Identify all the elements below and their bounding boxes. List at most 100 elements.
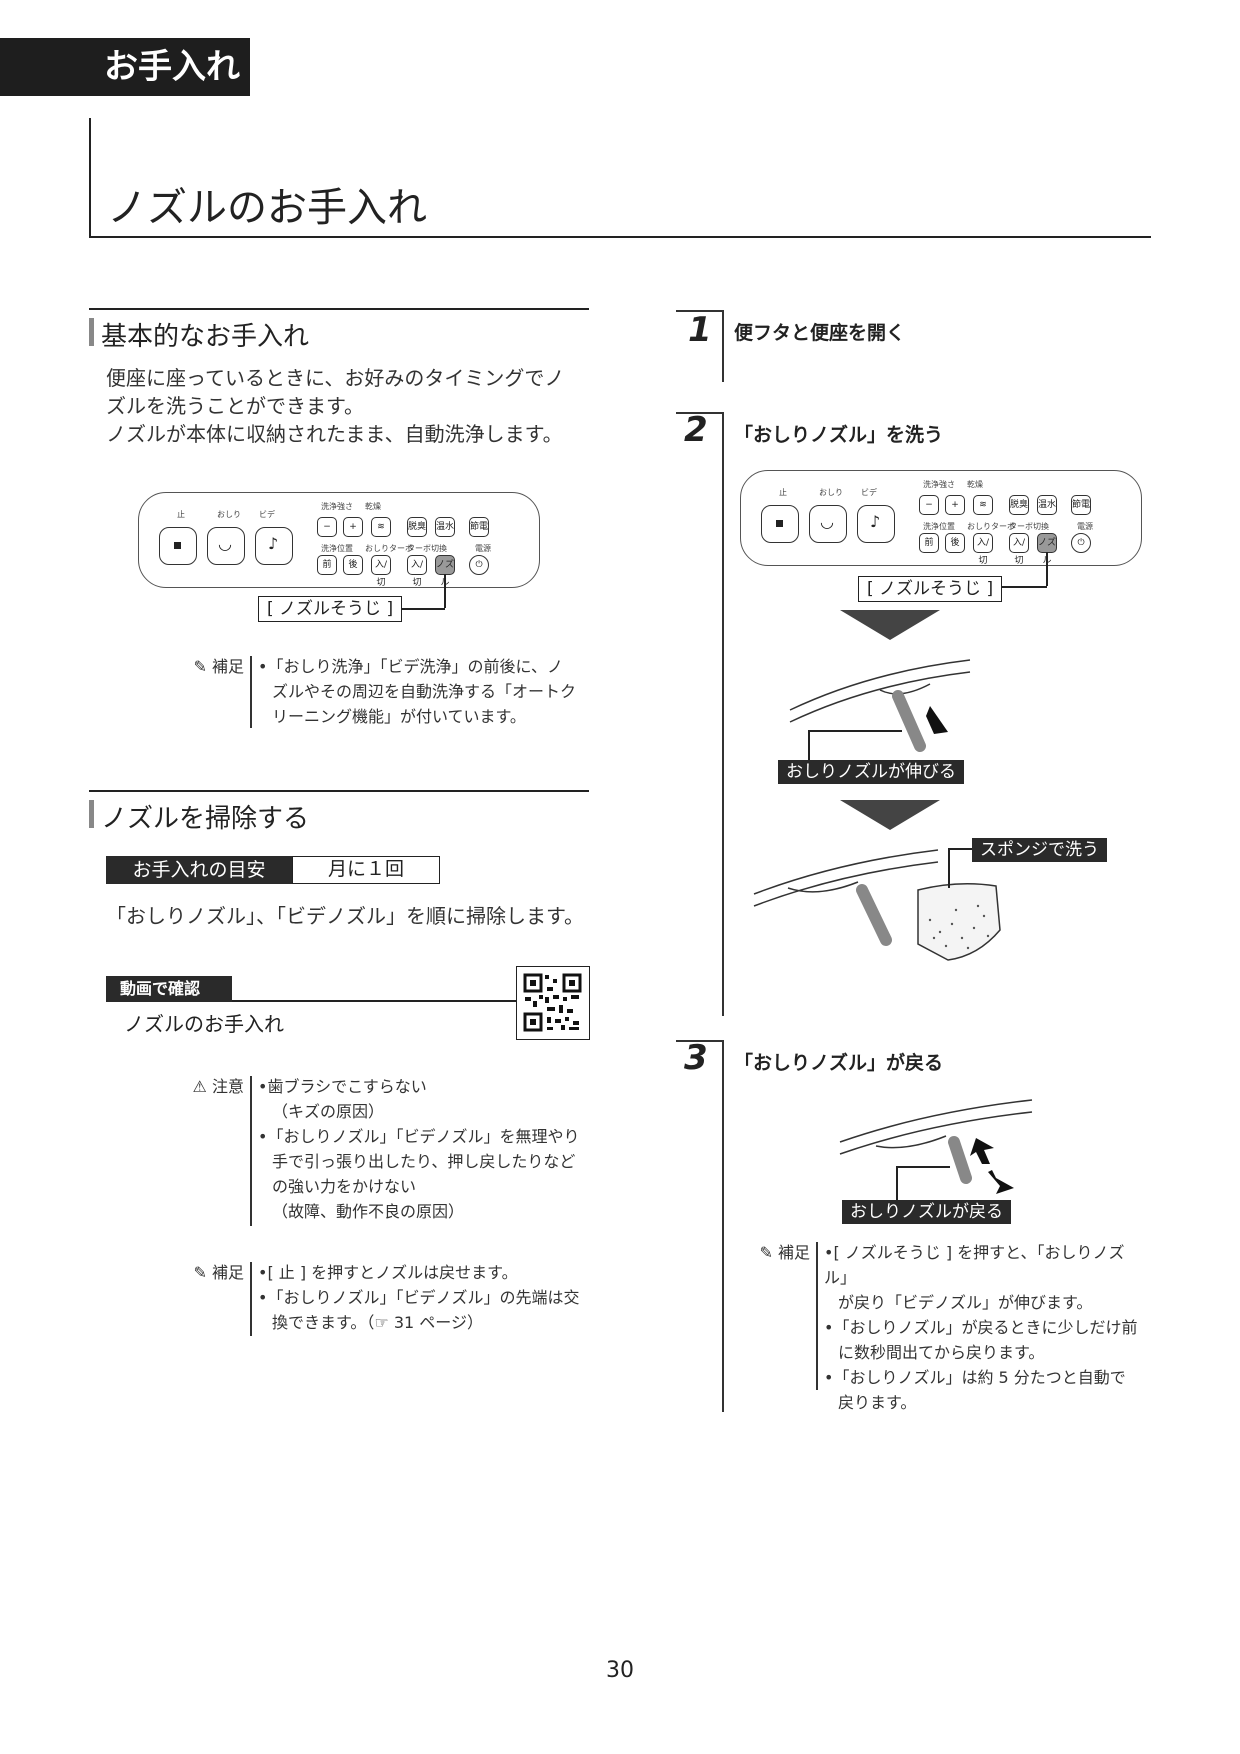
plus-button: +: [945, 495, 965, 515]
label-timer: ターボ切換: [407, 544, 447, 553]
note-line: •「おしりノズル」は約 5 分たつと自動で: [824, 1368, 1126, 1387]
timer-button: 入/切: [1009, 533, 1029, 566]
text-line: 便座に座っているときに、お好みのタイミングでノ: [106, 366, 565, 390]
deodor-button: 脱臭: [407, 517, 427, 537]
back-button: 後: [343, 555, 363, 575]
label-oshiri: おしり: [819, 488, 843, 497]
pencil-icon: ✎: [759, 1243, 773, 1262]
callout-line: [986, 586, 1047, 588]
callout-line: [896, 1166, 950, 1168]
down-arrow-icon: [840, 610, 940, 640]
section-cleaning-heading: ノズルを掃除する: [89, 790, 589, 834]
basic-note: ✎ 補足 •「おしり洗浄」「ビデ洗浄」の前後に、ノ ズルやその周辺を自動洗浄する…: [180, 654, 600, 734]
step3-note: ✎ 補足 •[ ノズルそうじ ] を押すと、「おしりノズル」 が戻り「ビデノズル…: [746, 1240, 1146, 1412]
step-number: 1: [688, 310, 712, 350]
label-position: 洗浄位置: [923, 522, 955, 531]
callout-line: [1046, 552, 1048, 586]
step-rule: [722, 310, 724, 382]
stop-button: [159, 527, 197, 565]
cleaning-note: ✎ 補足 •[ 止 ] を押すとノズルは戻せます。 •「おしりノズル」「ビデノズ…: [180, 1260, 600, 1340]
basic-description: 便座に座っているときに、お好みのタイミングでノ ズルを洗うことができます。 ノズ…: [106, 364, 596, 448]
label-timer: ターボ切換: [1009, 522, 1049, 531]
caution-line: 手で引っ張り出したり、押し戻したりなど: [272, 1152, 576, 1171]
video-tag: 動画で確認: [106, 976, 232, 1002]
text-line: ズルを洗うことができます。: [106, 394, 364, 418]
save-button: 節電: [1071, 495, 1091, 515]
label-bide: ビデ: [259, 510, 275, 519]
qr-code[interactable]: [516, 966, 590, 1040]
turbo-button: 入/切: [973, 533, 993, 566]
callout-line: [948, 848, 972, 850]
video-title: ノズルのお手入れ: [124, 1012, 284, 1036]
label-bide: ビデ: [861, 488, 877, 497]
stop-button: [761, 505, 799, 543]
oshiri-button: ◡: [207, 527, 245, 565]
step-number: 3: [684, 1038, 708, 1078]
front-button: 前: [919, 533, 939, 553]
deodor-button: 脱臭: [1009, 495, 1029, 515]
remote-panel: 止 おしり ビデ ◡ ♪ 洗浄強さ 乾燥 − + ≋ 脱臭 温水 節電 洗浄位置…: [740, 470, 1142, 566]
note-label: 補足: [211, 1263, 244, 1282]
caution-line: の強い力をかけない: [272, 1177, 417, 1196]
turbo-button: 入/切: [371, 555, 391, 588]
remote-panel: 止 おしり ビデ ◡ ♪ 洗浄強さ 乾燥 − + ≋ 脱臭 温水 節電 洗浄位置…: [138, 492, 540, 588]
title-rule-horizontal: [89, 236, 1151, 238]
dry-button: ≋: [973, 495, 993, 515]
callout-line: [444, 574, 446, 608]
caution-line: （キズの原因）: [272, 1102, 385, 1121]
bide-icon: ♪: [870, 512, 881, 531]
caution-line: •歯ブラシでこすらない: [258, 1077, 427, 1096]
front-button: 前: [317, 555, 337, 575]
callout-line: [896, 1166, 898, 1202]
pencil-icon: ✎: [193, 1263, 207, 1282]
step-text: 「おしりノズル」が戻る: [734, 1052, 944, 1074]
label-turbo: おしりターボ: [365, 544, 413, 553]
heading-text: ノズルを掃除する: [101, 804, 310, 834]
frequency-label: お手入れの目安: [106, 856, 292, 884]
page-number: 30: [606, 1658, 634, 1683]
callout-line: [948, 848, 950, 888]
title-rule-vertical: [89, 118, 91, 238]
label-dry: 乾燥: [967, 480, 983, 489]
note-line: •「おしりノズル」「ビデノズル」の先端は交: [258, 1288, 580, 1307]
heading-text: 基本的なお手入れ: [101, 322, 310, 352]
step-rule: [722, 412, 724, 1016]
wash-icon: ◡: [218, 534, 232, 553]
step-text: 「おしりノズル」を洗う: [734, 424, 944, 446]
nozzle-clean-button: ノズル: [435, 555, 455, 588]
label-sponge: スポンジで洗う: [972, 838, 1107, 862]
nozzle-extend-illustration: [789, 659, 971, 752]
bide-button: ♪: [255, 527, 293, 565]
label-stop: 止: [177, 510, 185, 519]
note-line: •「おしりノズル」が戻るときに少しだけ前: [824, 1318, 1138, 1337]
video-rule: [232, 1000, 516, 1002]
power-icon: ⏻: [469, 555, 489, 575]
note-line: が戻り「ビデノズル」が伸びます。: [838, 1293, 1093, 1312]
caution-note: ⚠ 注意 •歯ブラシでこすらない （キズの原因） •「おしりノズル」「ビデノズル…: [180, 1074, 600, 1230]
section-tab: お手入れ: [0, 38, 250, 96]
section-basic-heading: 基本的なお手入れ: [89, 308, 589, 352]
step-text: 便フタと便座を開く: [734, 322, 906, 344]
label-power: 電源: [1077, 522, 1093, 531]
note-line: リーニング機能」が付いています。: [272, 707, 526, 726]
nozzle-clean-callout: [ ノズルそうじ ]: [258, 596, 403, 622]
plus-button: +: [343, 517, 363, 537]
step-rule: [676, 310, 722, 312]
step-rule: [676, 412, 722, 414]
pencil-icon: ✎: [193, 657, 207, 676]
label-stop: 止: [779, 488, 787, 497]
warm-button: 温水: [1037, 495, 1057, 515]
note-label: 補足: [777, 1243, 810, 1262]
warning-icon: ⚠: [192, 1077, 207, 1096]
power-icon: ⏻: [1071, 533, 1091, 553]
dry-button: ≋: [371, 517, 391, 537]
oshiri-button: ◡: [809, 505, 847, 543]
label-nozzle-returns: おしりノズルが戻る: [842, 1200, 1011, 1224]
label-position: 洗浄位置: [321, 544, 353, 553]
step-rule: [722, 1040, 724, 1412]
frequency-value: 月に１回: [292, 856, 440, 884]
cleaning-description: 「おしりノズル」、「ビデノズル」を順に掃除します。: [106, 904, 584, 928]
note-line: 戻ります。: [838, 1393, 917, 1412]
label-dry: 乾燥: [365, 502, 381, 511]
label-power: 電源: [475, 544, 491, 553]
